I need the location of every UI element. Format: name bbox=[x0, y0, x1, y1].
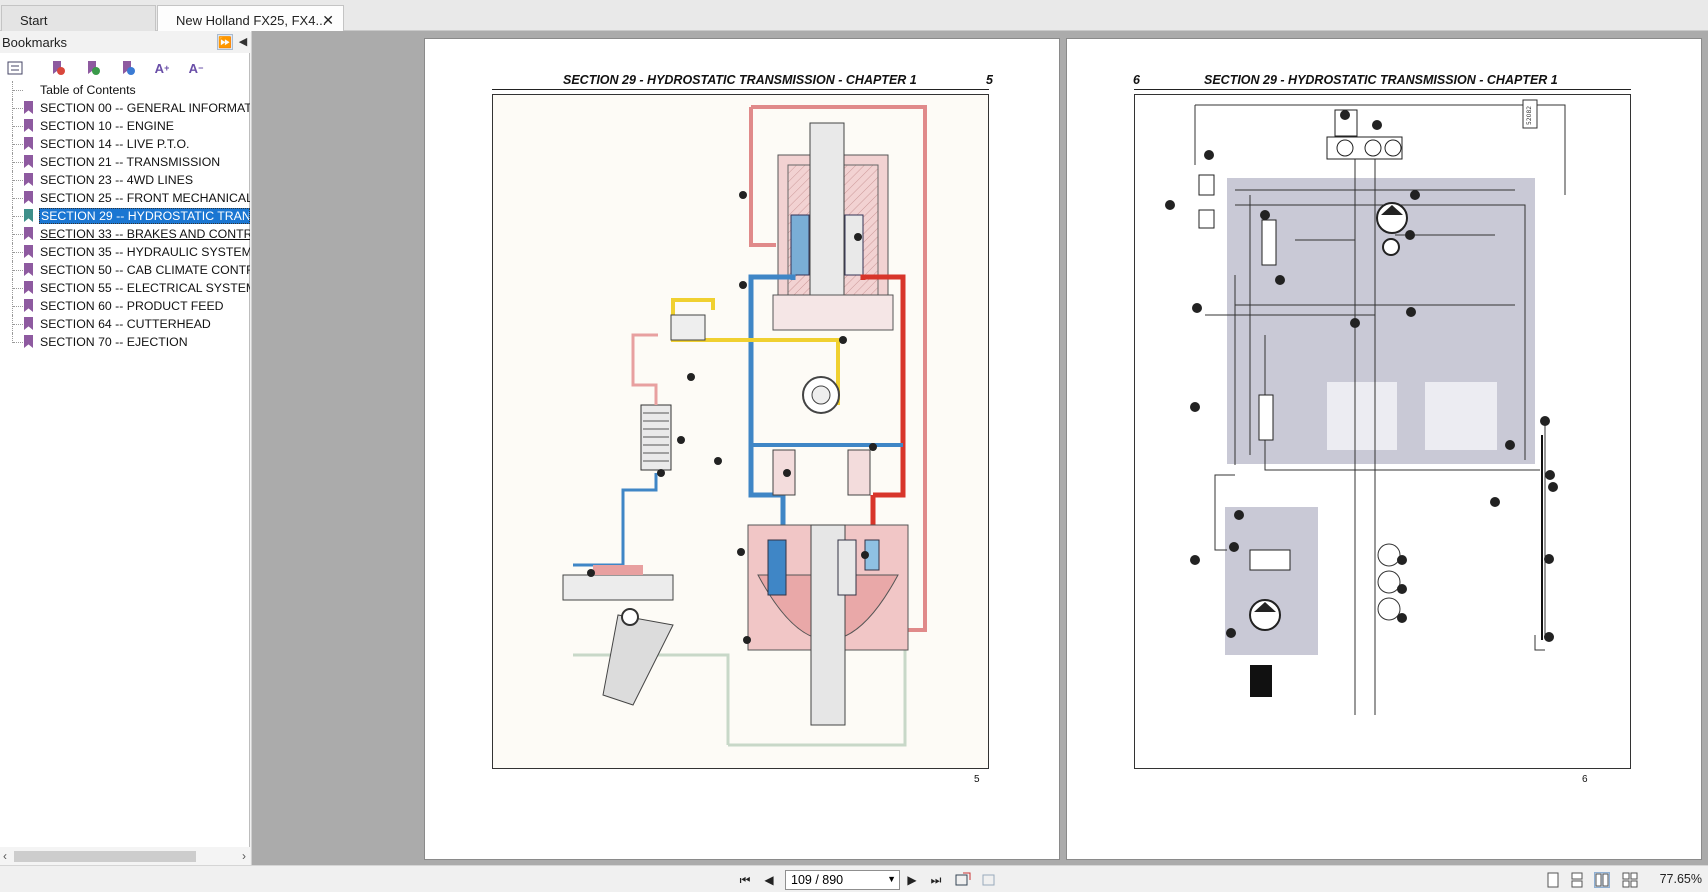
bookmark-item[interactable]: SECTION 55 -- ELECTRICAL SYSTEM bbox=[0, 279, 250, 297]
increase-font-icon[interactable]: A+ bbox=[154, 60, 170, 76]
bookmark-item[interactable]: SECTION 35 -- HYDRAULIC SYSTEM bbox=[0, 243, 250, 261]
find-bookmark-icon[interactable] bbox=[118, 58, 138, 78]
single-page-view-icon[interactable] bbox=[1545, 872, 1561, 888]
bookmark-item[interactable]: Table of Contents bbox=[0, 81, 250, 99]
add-bookmark-icon[interactable] bbox=[83, 58, 103, 78]
bookmark-label: SECTION 21 -- TRANSMISSION bbox=[40, 155, 221, 169]
bookmark-item[interactable]: SECTION 21 -- TRANSMISSION bbox=[0, 153, 250, 171]
tab-start-label: Start bbox=[20, 13, 48, 28]
bookmarks-toolbar: A+ A− bbox=[0, 54, 250, 80]
bookmark-icon bbox=[24, 299, 33, 312]
bookmark-item[interactable]: SECTION 23 -- 4WD LINES bbox=[0, 171, 250, 189]
bookmark-icon bbox=[24, 317, 33, 330]
bookmark-label: SECTION 64 -- CUTTERHEAD bbox=[40, 317, 211, 331]
document-page-right: 6 SECTION 29 - HYDROSTATIC TRANSMISSION … bbox=[1066, 38, 1702, 860]
bookmark-label: SECTION 23 -- 4WD LINES bbox=[40, 173, 194, 187]
hydraulic-schematic-diagram: 52082 bbox=[1134, 94, 1631, 769]
schematic-stamp: 52082 bbox=[1526, 106, 1533, 125]
tab-document[interactable]: New Holland FX25, FX4... ✕ bbox=[157, 5, 344, 32]
bookmark-item[interactable]: SECTION 70 -- EJECTION bbox=[0, 333, 250, 351]
bookmark-label: SECTION 33 -- BRAKES AND CONTRO bbox=[40, 227, 250, 241]
bookmark-icon bbox=[24, 245, 33, 258]
page-header: SECTION 29 - HYDROSTATIC TRANSMISSION - … bbox=[1204, 73, 1558, 87]
tab-document-label: New Holland FX25, FX4... bbox=[176, 13, 327, 28]
fit-page-icon[interactable] bbox=[981, 872, 997, 888]
bookmark-label: SECTION 70 -- EJECTION bbox=[40, 335, 188, 349]
bookmark-label: SECTION 14 -- LIVE P.T.O. bbox=[40, 137, 190, 151]
bookmarks-horizontal-scrollbar[interactable]: ‹ › bbox=[0, 847, 250, 865]
bookmark-label: SECTION 00 -- GENERAL INFORMATIC bbox=[40, 101, 250, 115]
bookmark-item[interactable]: SECTION 33 -- BRAKES AND CONTRO bbox=[0, 225, 250, 243]
bookmark-label: SECTION 35 -- HYDRAULIC SYSTEM bbox=[40, 245, 250, 259]
document-page-left: SECTION 29 - HYDROSTATIC TRANSMISSION - … bbox=[424, 38, 1060, 860]
next-page-button[interactable]: ▶ bbox=[907, 873, 917, 887]
bookmark-icon bbox=[24, 155, 33, 168]
header-rule bbox=[1134, 89, 1631, 90]
status-bar: ⏮ ◀ 109 / 890 ▼ ▶ ⏭ 77.65% bbox=[0, 865, 1708, 892]
two-page-continuous-icon[interactable] bbox=[1622, 872, 1638, 888]
bookmark-label: SECTION 25 -- FRONT MECHANICAL D bbox=[40, 191, 250, 205]
bookmarks-panel: Bookmarks ⏩ ◀ A+ A− Table of Contents SE… bbox=[0, 31, 250, 865]
page-number-field[interactable]: 109 / 890 ▼ bbox=[785, 870, 900, 890]
scroll-left-icon[interactable]: ‹ bbox=[3, 849, 7, 863]
chevron-down-icon[interactable]: ▼ bbox=[887, 874, 896, 884]
bookmark-item[interactable]: SECTION 14 -- LIVE P.T.O. bbox=[0, 135, 250, 153]
decrease-font-icon[interactable]: A− bbox=[188, 60, 204, 76]
last-page-button[interactable]: ⏭ bbox=[930, 873, 942, 887]
bookmark-options-icon[interactable] bbox=[5, 58, 25, 78]
expand-panel-icon[interactable]: ⏩ bbox=[217, 34, 233, 50]
bookmark-icon bbox=[24, 173, 33, 186]
scrollbar-thumb[interactable] bbox=[14, 851, 196, 862]
page-footer-number: 6 bbox=[1582, 774, 1588, 785]
bookmark-icon bbox=[24, 101, 33, 114]
bookmark-icon bbox=[24, 191, 33, 204]
collapse-panel-icon[interactable]: ◀ bbox=[238, 36, 248, 48]
bookmark-icon bbox=[24, 137, 33, 150]
bookmark-icon bbox=[24, 281, 33, 294]
document-viewer[interactable]: SECTION 29 - HYDROSTATIC TRANSMISSION - … bbox=[252, 31, 1708, 865]
continuous-view-icon[interactable] bbox=[1569, 872, 1585, 888]
header-rule bbox=[492, 89, 989, 90]
bookmark-label: SECTION 50 -- CAB CLIMATE CONTRC bbox=[40, 263, 250, 277]
page-header: SECTION 29 - HYDROSTATIC TRANSMISSION - … bbox=[563, 73, 917, 87]
bookmark-item[interactable]: SECTION 00 -- GENERAL INFORMATIC bbox=[0, 99, 250, 117]
bookmark-icon bbox=[24, 263, 33, 276]
bookmark-icon bbox=[24, 119, 33, 132]
bookmarks-title: Bookmarks bbox=[2, 35, 68, 50]
bookmark-item[interactable]: SECTION 10 -- ENGINE bbox=[0, 117, 250, 135]
delete-bookmark-icon[interactable] bbox=[48, 58, 68, 78]
bookmark-label: SECTION 55 -- ELECTRICAL SYSTEM bbox=[40, 281, 250, 295]
bookmark-icon bbox=[24, 227, 33, 240]
previous-page-button[interactable]: ◀ bbox=[764, 873, 774, 887]
bookmark-item[interactable]: SECTION 25 -- FRONT MECHANICAL D bbox=[0, 189, 250, 207]
two-page-view-icon[interactable] bbox=[1594, 872, 1610, 888]
bookmark-icon bbox=[24, 209, 33, 222]
bookmark-item[interactable]: SECTION 50 -- CAB CLIMATE CONTRC bbox=[0, 261, 250, 279]
bookmark-item[interactable]: SECTION 60 -- PRODUCT FEED bbox=[0, 297, 250, 315]
fit-width-icon[interactable] bbox=[955, 872, 971, 888]
tab-bar: Start New Holland FX25, FX4... ✕ bbox=[0, 0, 1708, 32]
close-icon[interactable]: ✕ bbox=[322, 12, 334, 28]
bookmark-label: Table of Contents bbox=[40, 83, 136, 97]
page-number-value: 109 / 890 bbox=[791, 873, 844, 887]
bookmarks-header: Bookmarks ⏩ ◀ bbox=[0, 31, 250, 53]
tab-start[interactable]: Start bbox=[1, 5, 156, 31]
panel-splitter[interactable] bbox=[251, 31, 252, 865]
bookmark-label: SECTION 10 -- ENGINE bbox=[40, 119, 174, 133]
bookmark-icon bbox=[24, 335, 33, 348]
bookmark-label: SECTION 29 -- HYDROSTATIC TRANS bbox=[39, 208, 250, 224]
bookmark-label: SECTION 60 -- PRODUCT FEED bbox=[40, 299, 224, 313]
scroll-right-icon[interactable]: › bbox=[242, 849, 246, 863]
bookmark-item-selected[interactable]: SECTION 29 -- HYDROSTATIC TRANS bbox=[0, 207, 250, 225]
page-number-header: 6 bbox=[1133, 73, 1140, 87]
hydrostatic-cutaway-diagram bbox=[492, 94, 989, 769]
page-number-header: 5 bbox=[986, 73, 993, 87]
page-footer-number: 5 bbox=[974, 774, 980, 785]
bookmark-item[interactable]: SECTION 64 -- CUTTERHEAD bbox=[0, 315, 250, 333]
zoom-level[interactable]: 77.65% bbox=[1659, 872, 1702, 886]
first-page-button[interactable]: ⏮ bbox=[739, 873, 751, 887]
